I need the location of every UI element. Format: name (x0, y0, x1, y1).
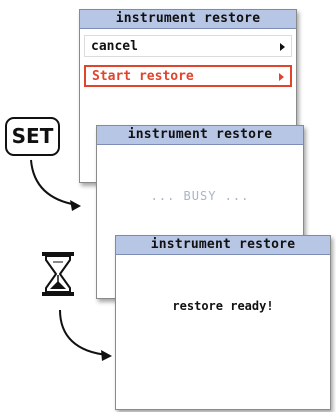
screen-title: instrument restore (116, 236, 330, 255)
ready-message: restore ready! (172, 299, 274, 313)
menu-item-label: Start restore (92, 69, 194, 84)
menu-item-cancel[interactable]: cancel (84, 35, 292, 57)
busy-status: ... BUSY ... (150, 189, 250, 203)
chevron-right-icon (279, 73, 284, 81)
set-key-button[interactable]: SET (5, 117, 60, 156)
curved-arrow-icon (30, 159, 81, 211)
menu-item-start-restore[interactable]: Start restore (84, 65, 292, 87)
screen-title: instrument restore (80, 10, 296, 29)
screen-title: instrument restore (97, 126, 303, 145)
menu-item-label: cancel (91, 39, 138, 54)
hourglass-icon (42, 252, 74, 296)
restore-ready-screen: instrument restore restore ready! (115, 235, 331, 410)
curved-arrow-icon (59, 309, 112, 361)
chevron-right-icon (280, 43, 285, 51)
